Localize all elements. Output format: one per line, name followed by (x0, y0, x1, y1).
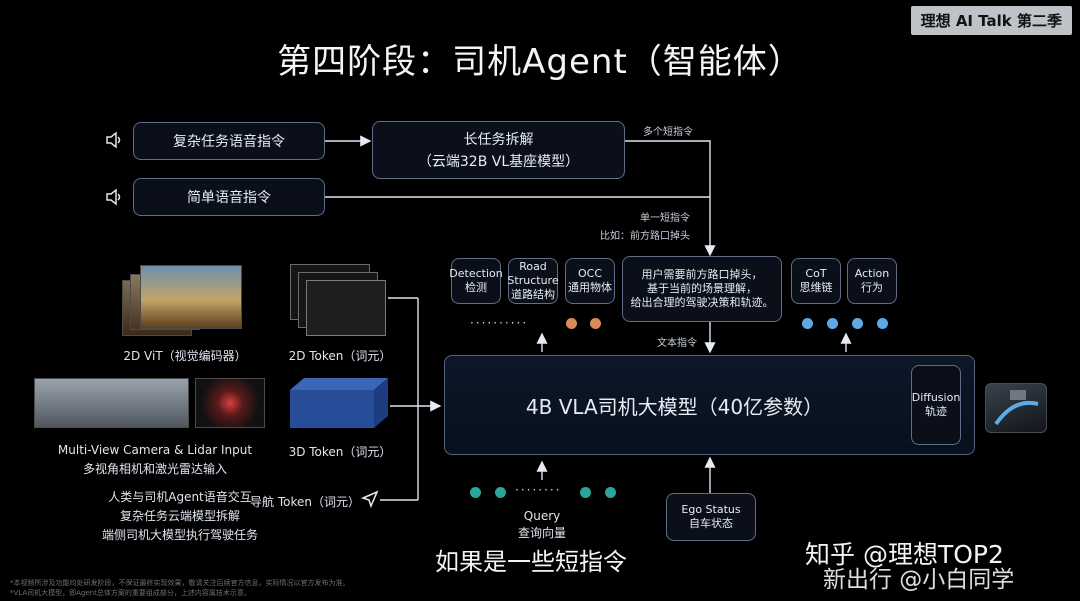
token-ellipsis: ·········· (470, 316, 529, 330)
simple-voice-box: 简单语音指令 (133, 178, 325, 216)
diffusion-zh: 轨迹 (925, 405, 947, 418)
long-task-line2: （云端32B VL基座模型） (417, 154, 580, 170)
nav-token-label: 导航 Token（词元） (250, 495, 360, 509)
user-need-line3: 给出合理的驾驶决策和轨迹。 (630, 296, 774, 309)
cot-zh: 思维链 (799, 281, 833, 294)
token-dot-blue (852, 318, 863, 329)
user-need-line2: 基于当前的场景理解， (647, 282, 757, 295)
query-dot (580, 487, 591, 498)
road-structure-box: Road Structure 道路结构 (507, 258, 559, 304)
single-short-label: 单一短指令 (640, 213, 690, 224)
user-need-line1: 用户需要前方路口掉头， (641, 268, 763, 281)
token-dot-blue (802, 318, 813, 329)
cot-box: CoT 思维链 (791, 258, 841, 304)
long-task-line1: 长任务拆解 (463, 132, 534, 148)
speaker-icon (106, 131, 121, 149)
navigation-arrow-icon (361, 490, 379, 508)
ego-zh: 自车状态 (689, 517, 733, 530)
occ-zh: 通用物体 (568, 281, 612, 294)
talk-badge: 理想 AI Talk 第二季 (910, 6, 1072, 35)
complex-voice-box: 复杂任务语音指令 (133, 122, 325, 160)
query-dot (470, 487, 481, 498)
lidar-image (195, 378, 265, 428)
ego-en: Ego Status (681, 503, 741, 516)
query-dot (605, 487, 616, 498)
token-3d-block (290, 378, 388, 428)
occ-en: OCC (577, 267, 603, 280)
text-instruction-label: 文本指令 (657, 338, 697, 349)
agent-line-3: 端侧司机大模型执行驾驶任务 (101, 528, 258, 542)
query-ellipsis: ········ (515, 483, 562, 497)
detection-box: Detection 检测 (449, 258, 503, 304)
detection-en: Detection (449, 267, 503, 280)
agent-line-2: 复杂任务云端模型拆解 (119, 509, 240, 523)
complex-voice-label: 复杂任务语音指令 (173, 134, 285, 150)
camera-label-en: Multi-View Camera & Lidar Input (57, 443, 253, 457)
token-dot-blue (827, 318, 838, 329)
query-dot (495, 487, 506, 498)
speaker-icon (106, 188, 121, 206)
longtask-to-userneed-arrow (625, 140, 716, 257)
vit-label: 2D ViT（视觉编码器） (123, 349, 247, 363)
page-title: 第四阶段：司机Agent（智能体） (277, 42, 803, 82)
example-label: 比如：前方路口掉头 (600, 231, 690, 242)
road-zh: 道路结构 (511, 288, 555, 301)
vla-model-label: 4B VLA司机大模型（40亿参数） (525, 394, 824, 419)
token-dot-orange (566, 318, 577, 329)
occ-box: OCC 通用物体 (565, 258, 615, 304)
vit-camera-image (140, 265, 242, 329)
road-en-1: Road (519, 260, 547, 273)
token-3d-label: 3D Token（词元） (288, 445, 392, 459)
agent-line-1: 人类与司机Agent语音交互 (108, 490, 252, 504)
trajectory-icon (994, 390, 1039, 426)
long-task-box: 长任务拆解 （云端32B VL基座模型） (372, 121, 625, 179)
subtitle-caption: 如果是一些短指令 (435, 548, 627, 576)
action-en: Action (854, 267, 890, 280)
token-dot-blue (877, 318, 888, 329)
multi-view-camera-image (34, 378, 189, 428)
query-label-zh: 查询向量 (517, 526, 566, 540)
footnote-1: *本视频所涉及功能均处研发阶段，不保证最终实现效果，敬请关注后续官方信息，实际情… (10, 579, 350, 587)
watermark-xinchuxing: 新出行 @小白同学 (823, 567, 1015, 593)
cot-en: CoT (805, 267, 827, 280)
footnote-2: *VLA司机大模型，即Agent总体方案的重要组成部分，上述内容属技术示意。 (10, 589, 251, 597)
watermark-zhihu: 知乎 @理想TOP2 (805, 540, 1004, 569)
camera-label-zh: 多视角相机和激光雷达输入 (82, 462, 227, 476)
action-zh: 行为 (861, 281, 883, 294)
trajectory-thumbnail (985, 383, 1047, 433)
token-2d-card-front (306, 280, 386, 336)
token-dot-orange (590, 318, 601, 329)
user-need-box: 用户需要前方路口掉头， 基于当前的场景理解， 给出合理的驾驶决策和轨迹。 (622, 256, 782, 322)
ego-status-box: Ego Status 自车状态 (666, 493, 756, 541)
diffusion-box: Diffusion 轨迹 (911, 365, 961, 445)
vla-model-box: 4B VLA司机大模型（40亿参数） (444, 355, 975, 455)
simple-voice-label: 简单语音指令 (187, 190, 271, 206)
action-box: Action 行为 (847, 258, 897, 304)
detection-zh: 检测 (465, 281, 487, 294)
diffusion-en: Diffusion (911, 391, 961, 404)
token-2d-label: 2D Token（词元） (288, 349, 392, 363)
multi-short-label: 多个短指令 (643, 127, 693, 138)
road-en-2: Structure (507, 274, 559, 287)
query-label-en: Query (523, 509, 561, 523)
